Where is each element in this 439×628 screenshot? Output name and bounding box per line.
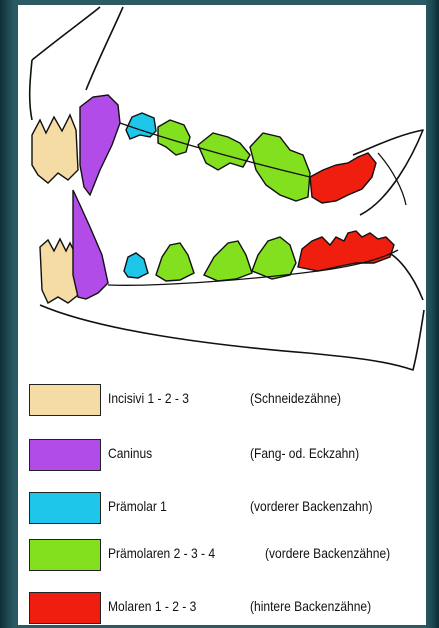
legend-tooth-description: (Schneidezähne): [250, 390, 341, 406]
incisivi-upper: [32, 115, 78, 183]
legend-tooth-name: Molaren 1 - 2 - 3: [108, 598, 196, 614]
praemolaren-lower-3: [204, 241, 252, 281]
legend-tooth-description: (vordere Backenzähne): [265, 545, 390, 561]
molaren-lower: [298, 231, 394, 271]
praemolaren-upper-3: [198, 133, 250, 170]
diagram-panel: Incisivi 1 - 2 - 3 (Schneidezähne) Caninus…: [18, 5, 426, 625]
legend-row: Caninus (Fang- od. Eckzahn): [18, 437, 426, 475]
caninus-upper: [80, 95, 120, 195]
legend-swatch: [29, 384, 101, 416]
legend-tooth-description: (vorderer Backenzahn): [250, 498, 372, 514]
praemolaren-lower-4: [252, 237, 296, 279]
legend-row: Molaren 1 - 2 - 3 (hintere Backenzähne): [18, 590, 426, 625]
praemolaren-lower-2: [156, 243, 194, 281]
legend-swatch: [29, 492, 101, 524]
jaw-diagram: [18, 5, 426, 377]
praemolar-1-lower: [124, 253, 148, 278]
legend-tooth-description: (hintere Backenzähne): [250, 598, 371, 614]
praemolaren-upper-4: [250, 133, 310, 201]
legend-swatch: [29, 539, 101, 571]
molaren-upper: [310, 153, 376, 203]
legend-row: Prämolaren 2 - 3 - 4 (vordere Backenzähne…: [18, 537, 426, 575]
legend-tooth-name: Prämolar 1: [108, 498, 167, 514]
legend-tooth-name: Incisivi 1 - 2 - 3: [108, 390, 189, 406]
caninus-lower: [73, 190, 108, 299]
legend-row: Incisivi 1 - 2 - 3 (Schneidezähne): [18, 382, 426, 420]
legend-swatch: [29, 592, 101, 624]
legend-tooth-description: (Fang- od. Eckzahn): [250, 445, 359, 461]
legend-swatch: [29, 439, 101, 471]
legend-row: Prämolar 1 (vorderer Backenzahn): [18, 490, 426, 528]
legend-tooth-name: Prämolaren 2 - 3 - 4: [108, 545, 215, 561]
legend-tooth-name: Caninus: [108, 445, 152, 461]
